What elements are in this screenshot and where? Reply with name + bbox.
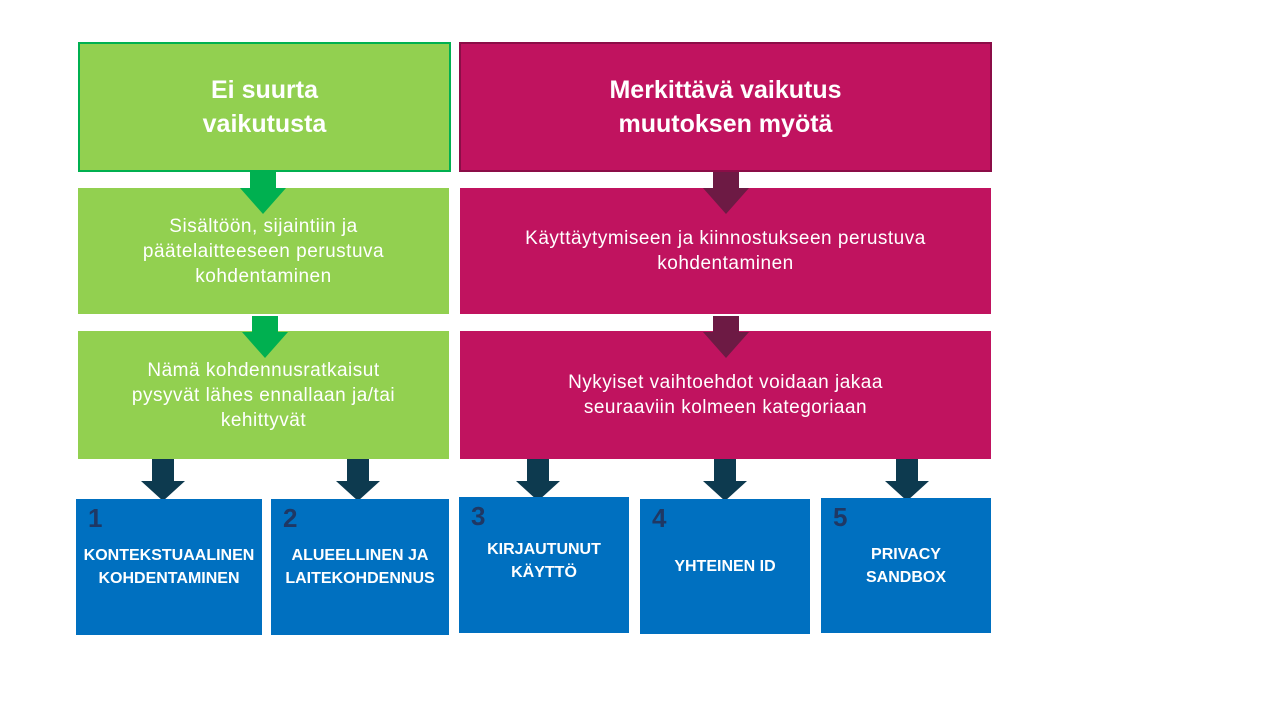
navy-down-arrow <box>516 459 560 501</box>
significant-impact-header-text: Merkittävä vaikutus muutoksen myötä <box>609 76 842 138</box>
magenta-down-arrow <box>703 172 749 214</box>
category-number: 3 <box>471 501 486 531</box>
category-label: KIRJAUTUNUT KÄYTTÖ <box>487 541 601 581</box>
category-shared-id: 4 YHTEINEN ID <box>640 499 810 634</box>
no-major-impact-header-text: Ei suurta vaikutusta <box>202 76 327 138</box>
category-number: 1 <box>88 503 103 533</box>
green-down-arrow <box>240 172 286 214</box>
category-number: 4 <box>652 503 667 533</box>
category-logged-in-use: 3 KIRJAUTUNUT KÄYTTÖ <box>459 497 629 633</box>
navy-down-arrow <box>141 459 185 501</box>
category-label: PRIVACY SANDBOX <box>865 545 946 586</box>
category-label: YHTEINEN ID <box>674 558 776 575</box>
green-down-arrow <box>242 316 288 358</box>
current-options-text: Nykyiset vaihtoehdot voidaan jakaa seura… <box>568 372 883 418</box>
unchanged-solutions-box: Nämä kohdennusratkaisut pysyvät lähes en… <box>78 331 449 459</box>
contextual-targeting-text: Sisältöön, sijaintiin ja päätelaitteesee… <box>142 215 385 287</box>
category-privacy-sandbox: 5 PRIVACY SANDBOX <box>821 498 991 633</box>
category-contextual-targeting: 1 KONTEKSTUAALINEN KOHDENTAMINEN <box>76 499 262 635</box>
behavioral-targeting-text: Käyttäytymiseen ja kiinnostukseen perust… <box>525 228 926 274</box>
category-number: 5 <box>833 502 848 532</box>
unchanged-solutions-text: Nämä kohdennusratkaisut pysyvät lähes en… <box>131 359 396 431</box>
category-number: 2 <box>283 503 298 533</box>
navy-down-arrow <box>703 459 747 501</box>
no-major-impact-header: Ei suurta vaikutusta <box>78 42 451 172</box>
category-label: ALUEELLINEN JA LAITEKOHDENNUS <box>285 547 435 587</box>
category-regional-device-targeting: 2 ALUEELLINEN JA LAITEKOHDENNUS <box>271 499 449 635</box>
magenta-down-arrow <box>703 316 749 358</box>
navy-down-arrow <box>336 459 380 501</box>
navy-down-arrow <box>885 459 929 501</box>
significant-impact-header: Merkittävä vaikutus muutoksen myötä <box>459 42 992 172</box>
category-label: KONTEKSTUAALINEN KOHDENTAMINEN <box>83 547 255 587</box>
